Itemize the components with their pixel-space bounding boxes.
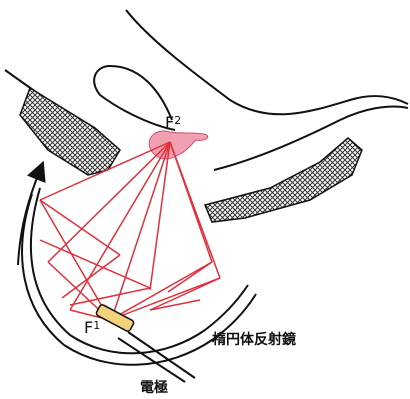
lower-tissue-hatch [205, 138, 362, 222]
shock-wave-rays [40, 142, 220, 320]
focus1-label: F1 [84, 318, 100, 337]
focus2-label: F2 [165, 113, 181, 132]
electrode-label: 電極 [140, 379, 168, 396]
focus2-subscript: 2 [174, 114, 181, 127]
focus1-subscript: 1 [93, 319, 100, 332]
reflector-label: 楕円体反射鏡 [212, 331, 296, 348]
upper-tissue-hatch [20, 88, 120, 175]
